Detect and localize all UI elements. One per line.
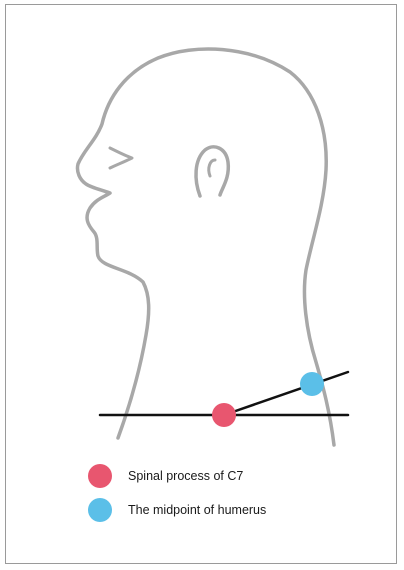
eye-mark: [110, 148, 132, 168]
legend-label-humerus: The midpoint of humerus: [128, 503, 266, 517]
legend-item-c7: Spinal process of C7: [88, 462, 243, 490]
legend-dot-c7: [88, 464, 112, 488]
legend-dot-humerus: [88, 498, 112, 522]
humerus-midpoint-marker: [300, 372, 324, 396]
head-profile-outline: [77, 49, 334, 445]
c7-marker: [212, 403, 236, 427]
ear-outline: [196, 147, 228, 196]
ear-inner-fold: [209, 160, 215, 176]
legend-item-humerus: The midpoint of humerus: [88, 496, 266, 524]
legend-label-c7: Spinal process of C7: [128, 469, 243, 483]
